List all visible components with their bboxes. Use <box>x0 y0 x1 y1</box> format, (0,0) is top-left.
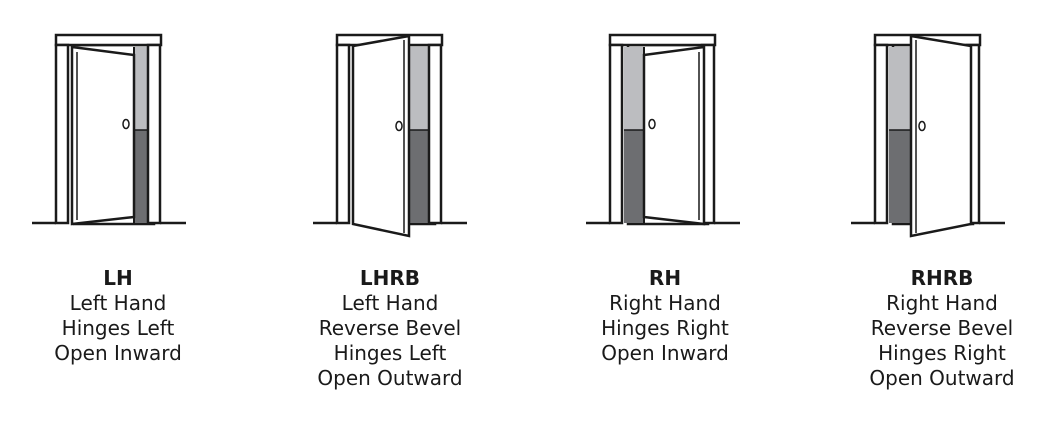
door-caption-lh: LH Left Hand Hinges Left Open Inward <box>18 266 218 366</box>
door-desc-line: Hinges Left <box>333 341 447 365</box>
door-desc-line: Open Inward <box>54 341 182 365</box>
door-desc-line: Hinges Left <box>61 316 175 340</box>
door-illustration-rhrb <box>851 33 1005 238</box>
door-desc-line: Reverse Bevel <box>318 316 462 340</box>
door-desc-line: Left Hand <box>69 291 167 315</box>
door-code: LHRB <box>359 266 421 290</box>
door-desc-line: Right Hand <box>886 291 998 315</box>
door-illustration-rh <box>586 33 740 226</box>
door-desc-line: Hinges Right <box>601 316 729 340</box>
door-caption-rh: RH Right Hand Hinges Right Open Inward <box>565 266 765 366</box>
door-illustration-lhrb <box>313 33 467 238</box>
door-desc-line: Open Inward <box>601 341 729 365</box>
door-illustration-lh <box>32 33 186 226</box>
door-caption-rhrb: RHRB Right Hand Reverse Bevel Hinges Rig… <box>842 266 1042 391</box>
door-desc-line: Open Outward <box>317 366 463 390</box>
door-desc-line: Left Hand <box>341 291 439 315</box>
door-desc-line: Open Outward <box>869 366 1015 390</box>
door-code: LH <box>103 266 133 290</box>
door-desc-line: Reverse Bevel <box>870 316 1014 340</box>
door-code: RHRB <box>910 266 974 290</box>
door-caption-lhrb: LHRB Left Hand Reverse Bevel Hinges Left… <box>290 266 490 391</box>
door-desc-line: Hinges Right <box>878 341 1006 365</box>
door-code: RH <box>648 266 682 290</box>
door-desc-line: Right Hand <box>609 291 721 315</box>
